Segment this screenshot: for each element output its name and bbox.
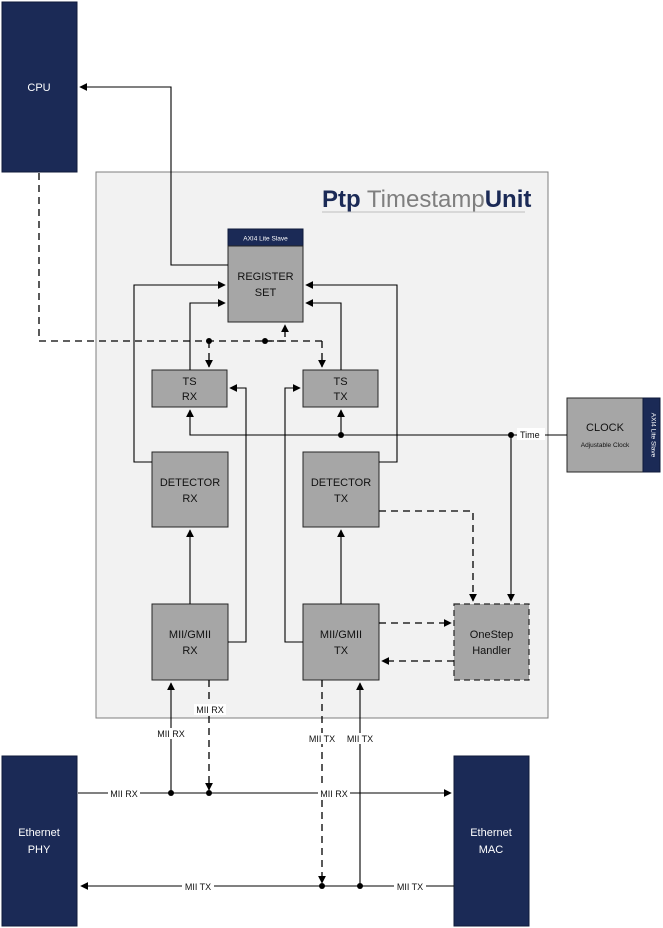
title-part-timestamp: Timestamp [361,186,485,213]
mii-rx-to-ts-rx [228,384,247,643]
clock-axi-label: AXI4 Lite Slave [650,413,657,458]
junction-mii-tx-in [357,883,363,889]
ethernet-phy-block [1,755,78,927]
onestep-handler-block [453,603,530,681]
label-mac-mii-tx: MII TX [397,882,423,892]
register-set-label-1: REGISTER [237,271,293,283]
register-set-block [227,245,304,323]
mii-gmii-rx-block [151,603,229,681]
junction-cpu-reg [262,338,268,344]
ts-rx-label-1: TS [182,376,196,388]
cpu-label: CPU [27,82,50,94]
title-part-unit: Unit [485,186,532,213]
ethernet-mac-label-2: MAC [479,844,504,856]
clock-sublabel: Adjustable Clock [581,442,630,449]
mii-gmii-tx-label-2: TX [334,645,349,657]
register-to-cpu-line [79,83,228,266]
ts-rx-to-register [189,299,226,370]
label-mii-rx-dashed: MII RX [196,705,224,715]
junction-cpu-rx [206,338,212,344]
junction-mii-rx-in [168,790,174,796]
clock-label: CLOCK [586,422,625,434]
register-set-label-2: SET [255,287,277,299]
ts-rx-block [151,369,228,408]
detector-tx-block [302,451,380,528]
time-bus-line [186,409,567,436]
register-set-axi-label: AXI4 Lite Slave [243,236,288,243]
time-label: Time [520,430,540,440]
onestep-handler-label-2: Handler [472,645,511,657]
ethernet-mac-label-1: Ethernet [470,827,512,839]
ts-rx-label-2: RX [182,391,198,403]
detector-rx-block [151,451,229,528]
mii-gmii-rx-label-2: RX [182,645,198,657]
unit-title: Ptp TimestampUnit [322,186,531,213]
junction-time-onestep [508,432,514,438]
detector-rx-label-1: DETECTOR [160,477,220,489]
clock-axi-strip [642,397,661,473]
junction-time-ts-tx [338,432,344,438]
title-part-ptp: Ptp [322,186,361,213]
onestep-handler-label-1: OneStep [470,629,513,641]
junction-mii-rx-out [206,790,212,796]
detector-tx-to-register [305,281,398,463]
label-phy-mii-rx: MII RX [110,789,138,799]
ts-tx-label-1: TS [333,376,347,388]
label-phy-mii-tx: MII TX [185,882,211,892]
detector-tx-label-1: DETECTOR [311,477,371,489]
mii-tx-to-ts-tx [284,384,303,643]
label-mac-mii-rx: MII RX [320,789,348,799]
ts-tx-block [302,369,379,408]
cpu-block [1,1,78,173]
ethernet-mac-block [453,755,530,927]
clock-block [566,397,644,473]
ts-tx-label-2: TX [333,391,348,403]
junction-mii-tx-out [319,883,325,889]
cpu-dashed-line [38,173,322,342]
cpu-dashed-to-register [265,324,289,342]
detector-rx-to-register [133,281,226,463]
ethernet-phy-label-1: Ethernet [18,827,60,839]
detector-tx-label-2: TX [334,493,349,505]
ts-tx-to-register [305,299,342,370]
time-label-bg [517,428,545,440]
detector-rx-label-2: RX [182,493,198,505]
ethernet-phy-label-2: PHY [28,844,51,856]
label-mii-tx-dashed: MII TX [309,734,335,744]
label-mii-tx-in: MII TX [347,734,373,744]
mii-gmii-tx-label-1: MII/GMII [320,629,362,641]
label-mii-rx-in: MII RX [157,729,185,739]
mii-gmii-tx-block [302,603,380,681]
mii-gmii-rx-label-1: MII/GMII [169,629,211,641]
